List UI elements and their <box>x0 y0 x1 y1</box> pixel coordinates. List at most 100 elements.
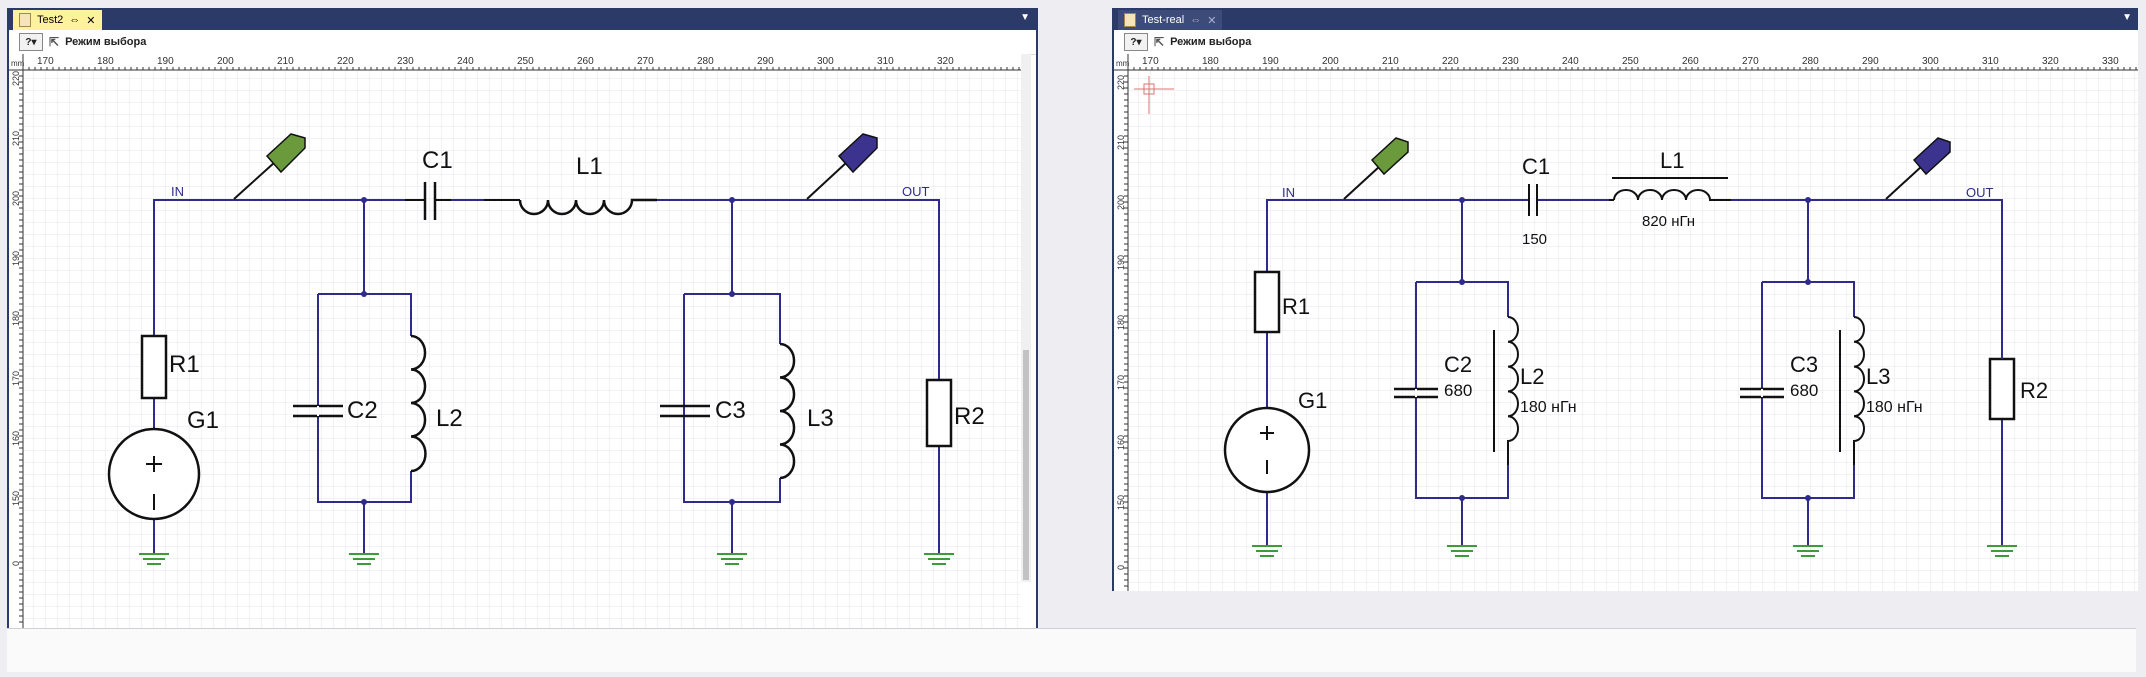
ruler-x-label: 320 <box>2042 56 2059 67</box>
ground-symbols <box>1252 545 2017 557</box>
l1-inductor[interactable] <box>518 198 657 216</box>
close-icon[interactable]: ✕ <box>86 14 96 27</box>
label-in: IN <box>171 184 184 199</box>
probe-in-icon[interactable] <box>1343 137 1409 200</box>
ruler-x-label: 320 <box>937 56 954 67</box>
label-c1: C1 <box>1522 154 1550 179</box>
ruler-x-label: 270 <box>1742 56 1759 67</box>
ruler-x-label: 170 <box>37 56 54 67</box>
ruler-y-label: 220 <box>1116 75 1126 90</box>
ruler-unit: mm <box>11 59 25 68</box>
grid <box>1128 70 2138 591</box>
help-dropdown-button[interactable]: ?▾ <box>19 33 43 51</box>
label-l2: L2 <box>1520 364 1544 389</box>
value-c1: 150 <box>1522 231 1547 248</box>
ruler-x-label: 270 <box>637 56 654 67</box>
vertical-scrollbar[interactable] <box>1021 54 1031 582</box>
r2-resistor[interactable] <box>925 378 953 448</box>
l2-inductor[interactable] <box>410 334 427 473</box>
label-l3: L3 <box>807 405 834 432</box>
ruler-y-label: 170 <box>11 371 21 386</box>
ruler-x-label: 260 <box>1682 56 1699 67</box>
ruler-x-label: 240 <box>1562 56 1579 67</box>
toolbar: ?▾ ⇱ Режим выбора <box>1114 30 2138 55</box>
ruler-x-label: 310 <box>877 56 894 67</box>
ruler-x-label: 280 <box>1802 56 1819 67</box>
ruler-x-label: 210 <box>277 56 294 67</box>
ruler-y-label: 190 <box>11 251 21 266</box>
value-c2: 680 <box>1444 381 1472 400</box>
l2-inductor[interactable] <box>1507 316 1519 465</box>
ruler-x-label: 290 <box>757 56 774 67</box>
label-r2: R2 <box>2020 378 2048 403</box>
ruler-x-label: 180 <box>97 56 114 67</box>
ruler-x-label: 300 <box>817 56 834 67</box>
label-r2: R2 <box>954 403 985 430</box>
g1-source[interactable] <box>107 427 201 521</box>
r1-resistor[interactable] <box>140 334 168 400</box>
l3-inductor[interactable] <box>1853 316 1865 465</box>
tab-title: Test2 <box>37 14 64 26</box>
ruler-left <box>1114 54 1128 591</box>
l3-inductor[interactable] <box>779 342 796 480</box>
scroll-thumb[interactable] <box>1023 350 1029 580</box>
pin-icon[interactable]: ⇔ <box>69 14 81 26</box>
close-icon[interactable]: ✕ <box>1207 14 1217 27</box>
help-dropdown-button[interactable]: ?▾ <box>1124 33 1148 51</box>
document-icon <box>19 13 31 27</box>
ruler-x-label: 200 <box>217 56 234 67</box>
ruler-x-label: 230 <box>1502 56 1519 67</box>
value-l1: 820 нГн <box>1642 213 1695 230</box>
ruler-y-label: 190 <box>1116 255 1126 270</box>
cursor-icon: ⇱ <box>49 35 60 49</box>
label-c3: C3 <box>715 397 746 424</box>
toolbar: ?▾ ⇱ Режим выбора <box>9 30 1036 55</box>
label-l2: L2 <box>436 405 463 432</box>
ruler-y-label: 170 <box>1116 375 1126 390</box>
bottom-panel <box>7 628 2136 672</box>
ruler-top <box>1114 54 2138 70</box>
g1-source[interactable] <box>1223 406 1311 494</box>
ruler-unit: mm <box>1116 59 1130 68</box>
ruler-y-label: 210 <box>1116 135 1126 150</box>
label-r1: R1 <box>169 351 200 378</box>
label-g1: G1 <box>187 407 219 434</box>
r1-resistor[interactable] <box>1253 270 1281 334</box>
ruler-top <box>9 54 1021 70</box>
ruler-x-label: 250 <box>1622 56 1639 67</box>
label-c3: C3 <box>1790 352 1818 377</box>
label-l3: L3 <box>1866 364 1890 389</box>
cursor-icon: ⇱ <box>1154 35 1165 49</box>
tab-title: Test-real <box>1142 14 1185 26</box>
tab-test2[interactable]: Test2 ⇔ ✕ <box>13 10 102 30</box>
ruler-x-label: 230 <box>397 56 414 67</box>
ruler-x-label: 190 <box>157 56 174 67</box>
label-g1: G1 <box>1298 388 1327 413</box>
probe-out-icon[interactable] <box>806 133 878 200</box>
tab-test-real[interactable]: Test-real ⇔ ✕ <box>1118 10 1223 30</box>
probe-out-icon[interactable] <box>1885 137 1951 200</box>
ruler-x-label: 190 <box>1262 56 1279 67</box>
l1-inductor[interactable] <box>1613 189 1731 201</box>
document-icon <box>1124 13 1136 27</box>
pin-icon[interactable]: ⇔ <box>1190 14 1202 26</box>
ruler-x-label: 210 <box>1382 56 1399 67</box>
chevron-down-icon[interactable]: ▼ <box>2122 12 2132 23</box>
ruler-y-label: 180 <box>11 311 21 326</box>
ruler-y-label: 200 <box>11 191 21 206</box>
ruler-y-label: 150 <box>11 491 21 506</box>
probe-in-icon[interactable] <box>233 133 306 200</box>
label-c1: C1 <box>422 147 453 174</box>
ruler-y-label: 0 <box>11 561 21 566</box>
r2-resistor[interactable] <box>1988 357 2016 421</box>
ruler-x-label: 260 <box>577 56 594 67</box>
label-c2: C2 <box>347 397 378 424</box>
document-pane-left: Test2 ⇔ ✕ ▼ ?▾ ⇱ Режим выбора mm 170 180 1… <box>7 8 1038 628</box>
value-c3: 680 <box>1790 381 1818 400</box>
ruler-x-label: 300 <box>1922 56 1939 67</box>
ruler-x-label: 250 <box>517 56 534 67</box>
chevron-down-icon[interactable]: ▼ <box>1020 12 1030 23</box>
ruler-x-label: 200 <box>1322 56 1339 67</box>
